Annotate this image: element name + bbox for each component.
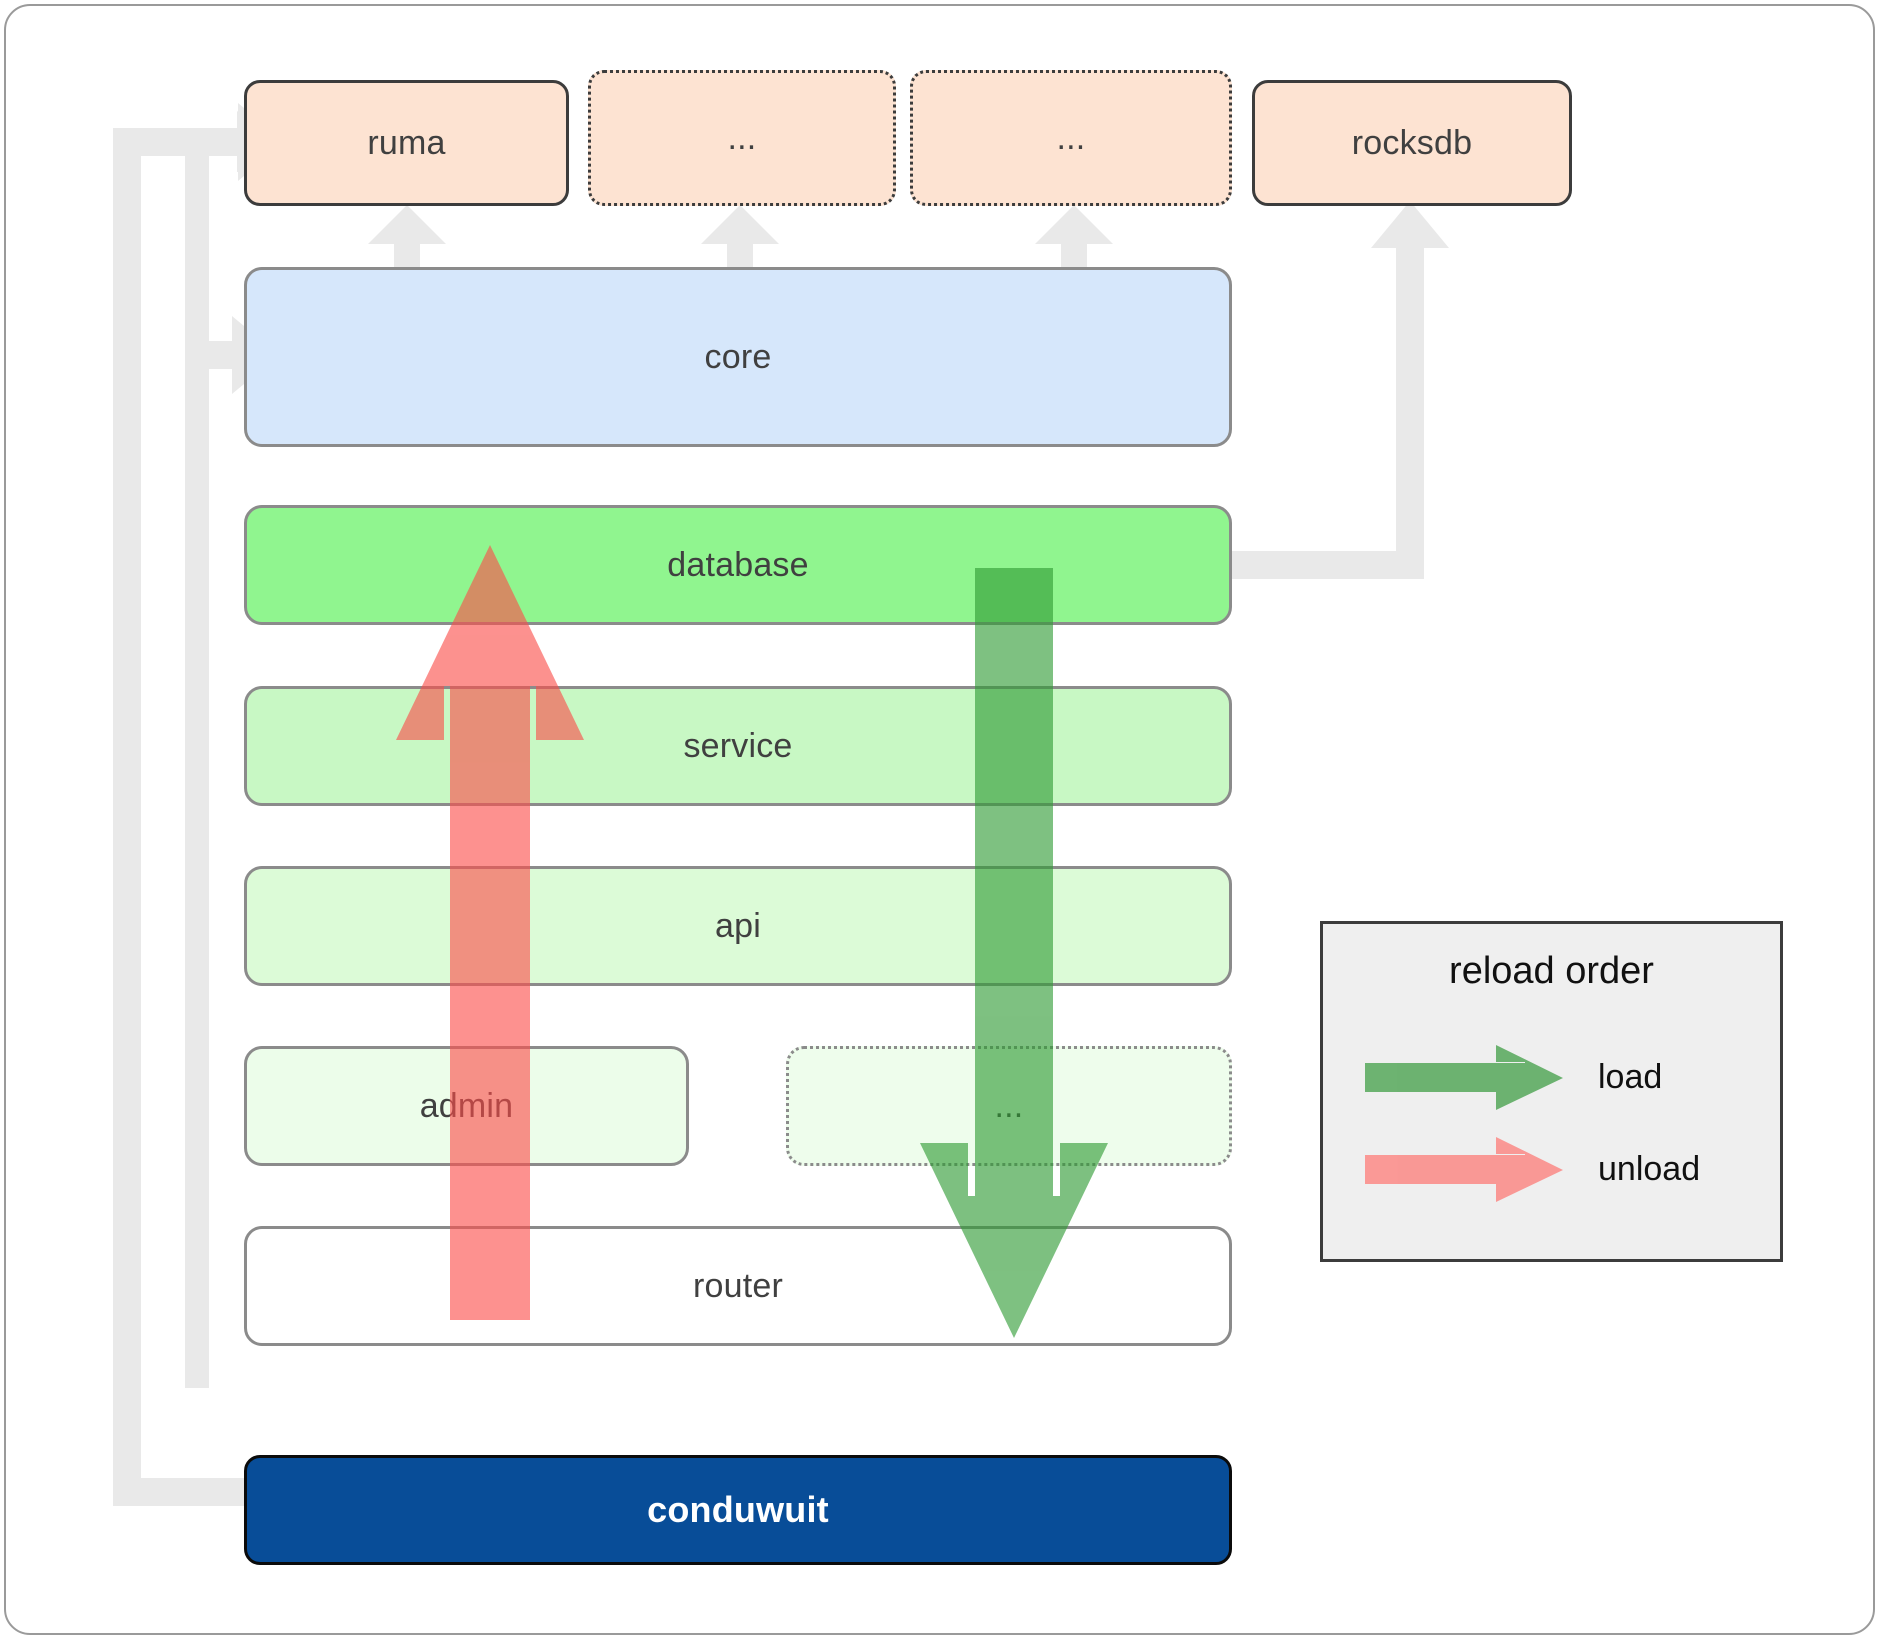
layer-label-api: api [715,906,761,945]
layer-node-api[interactable]: api [244,866,1232,986]
connector-trunk-vertical [113,128,141,1506]
legend-label-unload: unload [1598,1150,1701,1188]
connector-database-to-rocksdb-horizontal [1232,551,1424,579]
legend-arrows [1365,1045,1563,1202]
legend-title: reload order [1449,950,1654,992]
layer-label-moredots: ... [994,1086,1024,1125]
application-node-conduwuit[interactable]: conduwuit [244,1455,1232,1565]
layer-label-router: router [692,1266,784,1305]
layer-node-moredots[interactable]: ... [786,1046,1232,1166]
layer-node-core[interactable]: core [244,267,1232,447]
legend-label-load: load [1598,1058,1663,1096]
connector-to-core-stub [185,341,235,369]
layer-node-service[interactable]: service [244,686,1232,806]
dependency-node-ruma[interactable]: ruma [244,80,569,206]
application-label-conduwuit: conduwuit [647,1489,829,1530]
dependency-node-dep3[interactable]: ... [910,70,1232,206]
legend-box: reload order load unload [1320,921,1783,1262]
dependency-label-dep3: ... [1056,118,1086,157]
layer-label-core: core [704,337,772,376]
connector-to-ruma-stub [113,128,238,156]
diagram-frame [4,4,1875,1635]
dependency-label-ruma: ruma [367,123,446,162]
connector-trunk-to-app [113,1478,245,1506]
layer-label-service: service [683,726,793,765]
dependency-node-rocksdb[interactable]: rocksdb [1252,80,1572,206]
connector-branch-riser [185,128,209,1388]
layer-node-router[interactable]: router [244,1226,1232,1346]
dependency-label-dep2: ... [727,118,757,157]
connector-database-to-rocksdb-vertical [1396,246,1424,579]
layer-label-admin: admin [419,1086,514,1125]
layer-node-admin[interactable]: admin [244,1046,689,1166]
legend-unload-arrow [1365,1137,1563,1202]
dependency-label-rocksdb: rocksdb [1351,123,1473,162]
layer-label-database: database [667,545,809,584]
legend-load-arrow [1365,1045,1563,1110]
dependency-node-dep2[interactable]: ... [588,70,896,206]
layer-node-database[interactable]: database [244,505,1232,625]
